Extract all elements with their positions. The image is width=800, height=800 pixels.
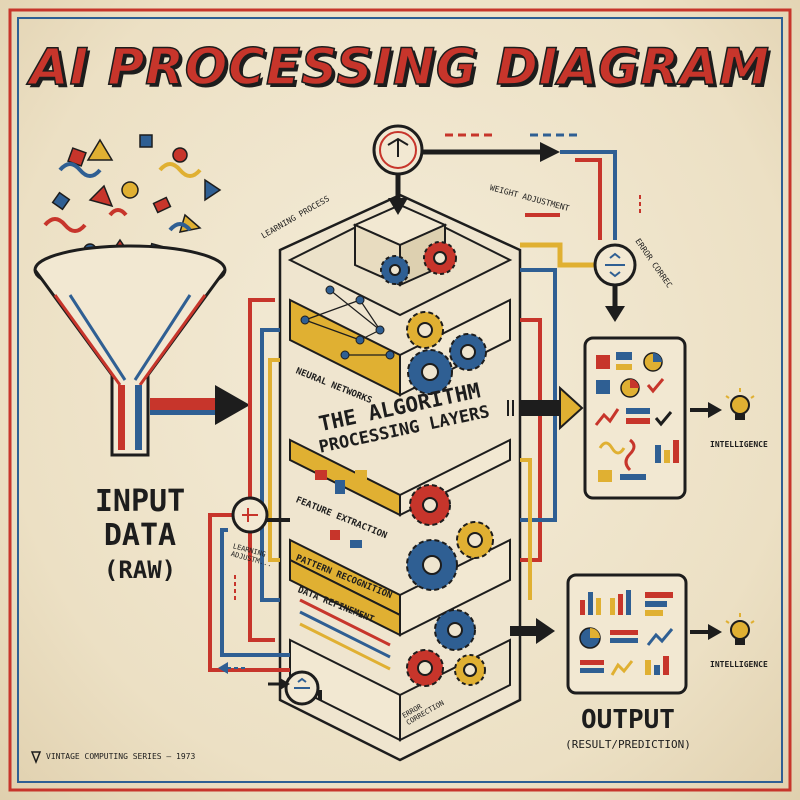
node-circuit-icon bbox=[231, 496, 269, 534]
border-blue bbox=[17, 17, 783, 783]
check-icon bbox=[646, 378, 665, 394]
input-label: INPUT DATA (RAW) bbox=[75, 485, 205, 587]
gear-icon bbox=[380, 241, 494, 687]
input-line3: (RAW) bbox=[103, 556, 177, 584]
node-circuit-icon bbox=[593, 243, 637, 287]
funnel-icon bbox=[33, 244, 227, 457]
result-panel-bottom bbox=[566, 573, 688, 695]
output-title: OUTPUT bbox=[581, 705, 675, 735]
border-red bbox=[8, 8, 792, 792]
footer-text: VINTAGE COMPUTING SERIES — 1973 bbox=[46, 752, 196, 761]
feedback-pipes bbox=[248, 268, 557, 642]
output-arrow-top bbox=[507, 385, 584, 431]
output-arrow-bottom bbox=[510, 618, 555, 644]
arrow-to-intelligence-top bbox=[690, 402, 722, 418]
footer-glyph bbox=[30, 751, 42, 765]
page-title: AI PROCESSING DIAGRAM bbox=[29, 37, 771, 97]
node-circuit-icon bbox=[284, 670, 320, 706]
top-pipe bbox=[422, 133, 641, 268]
learning-adjustment-loop bbox=[208, 513, 322, 700]
arrow-to-intelligence-bottom bbox=[690, 624, 722, 640]
pie-chart-icon bbox=[579, 627, 601, 649]
result-panel-top bbox=[583, 336, 687, 500]
input-line1: INPUT bbox=[94, 484, 186, 519]
lightbulb-icon bbox=[725, 613, 755, 645]
bar-chart-icon bbox=[580, 592, 601, 615]
output-subtitle: (RESULT/PREDICTION) bbox=[565, 738, 691, 751]
intelligence-label-top: INTELLIGENCE bbox=[710, 440, 768, 449]
lightbulb-icon bbox=[725, 388, 755, 420]
confetti-shapes bbox=[43, 134, 222, 263]
intelligence-label-bottom: INTELLIGENCE bbox=[710, 660, 768, 669]
node-circuit-icon bbox=[372, 124, 424, 176]
input-line2: DATA bbox=[103, 518, 177, 553]
input-arrow bbox=[150, 385, 250, 425]
